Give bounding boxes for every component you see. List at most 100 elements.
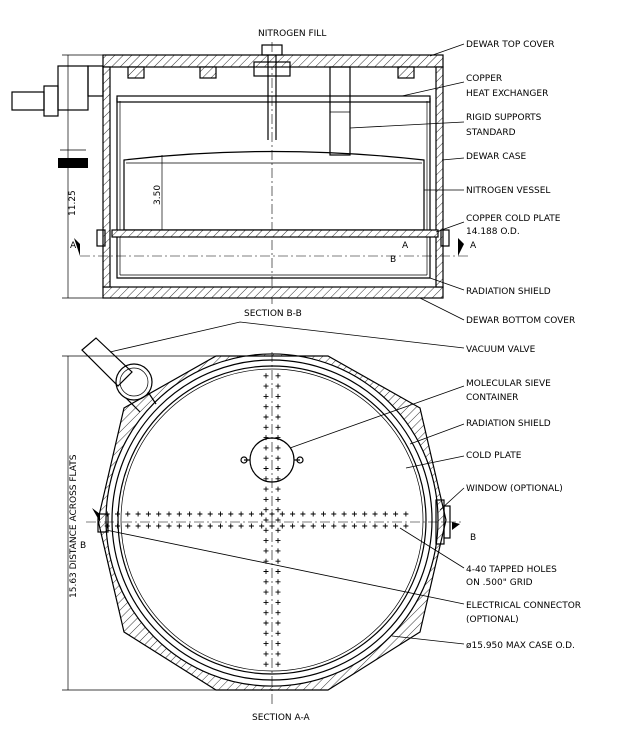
vacuum-valve-top [81,337,157,413]
cut-marker-bb-left: B [80,541,86,551]
tapped-hole [275,466,281,471]
dewar-case-ring [97,353,447,691]
callout-dewar-bottom-cover: DEWAR BOTTOM COVER [466,316,575,326]
tapped-hole [145,511,151,517]
tapped-hole [187,511,193,517]
fill-port [261,44,283,56]
cut-marker-right: A [470,241,477,251]
tapped-hole [331,523,337,529]
tapped-hole [275,610,281,616]
callout-window: WINDOW (OPTIONAL) [466,484,563,494]
tapped-hole [115,511,120,517]
callout-dewar-top-cover: DEWAR TOP COVER [466,40,554,50]
tapped-hole [238,523,244,529]
dewar-top-cover [102,54,444,68]
callout-radiation-shield-bb: RADIATION SHIELD [466,287,551,297]
knurled-knob [58,158,88,168]
tapped-hole [321,523,326,529]
tapped-hole [197,511,203,517]
nitrogen-vessel [123,150,425,231]
tapped-hole [218,523,223,529]
tapped-hole [263,641,269,647]
tapped-hole [263,476,269,482]
tapped-hole [166,523,172,529]
tapped-hole [275,445,281,451]
callout-standard: STANDARD [466,128,516,138]
copper-heat-exchanger [116,95,431,103]
tapped-hole [275,404,281,410]
tapped-hole [263,445,269,451]
tapped-hole [156,523,162,529]
tapped-hole [263,507,269,513]
tapped-hole [263,486,269,492]
tapped-hole [275,373,281,379]
callout-cold-plate: COLD PLATE [466,451,522,461]
small-marker-b: B [390,255,396,265]
tapped-hole [275,393,281,399]
callout-nitrogen-vessel: NITROGEN VESSEL [466,186,550,196]
tapped-hole [238,511,244,517]
cut-marker-left: A [70,241,77,251]
tapped-hole [382,523,388,529]
tapped-hole [275,579,281,585]
tapped-hole [176,511,182,517]
tapped-hole [259,523,265,529]
tapped-hole [263,620,269,626]
tapped-hole [275,641,281,647]
tapped-hole [310,523,316,529]
tapped-hole [248,523,254,529]
tapped-hole [393,523,399,529]
tapped-hole [263,373,269,379]
tapped-hole [275,599,281,605]
tapped-hole [259,511,265,517]
tapped-hole [351,523,357,529]
tapped-hole [275,538,281,544]
callout-optional: (OPTIONAL) [466,615,519,625]
callout-vacuum-valve: VACUUM VALVE [466,345,536,355]
tapped-hole [207,523,213,529]
nitrogen-fill-label: NITROGEN FILL [258,29,326,39]
tapped-hole [310,511,316,517]
small-marker-a: A [402,241,409,251]
callout-cold-plate-od: 14.188 O.D. [466,227,520,237]
dewar-case-right-wall [435,66,444,288]
vessel-height-dimension: 3.50 [153,185,163,205]
tapped-hole [275,651,281,657]
tapped-hole [263,424,269,430]
tapped-hole [263,383,269,389]
tapped-hole [275,486,281,492]
tapped-hole [290,511,296,517]
tapped-hole [125,511,131,517]
radiation-shield-outline [116,98,431,279]
tapped-hole [263,548,269,554]
tapped-hole [135,523,141,529]
tapped-hole [197,523,203,529]
tapped-hole [403,523,409,529]
tapped-hole [263,455,269,461]
tapped-hole [321,511,326,517]
tapped-hole [372,511,378,517]
tapped-hole [279,511,285,517]
tapped-hole [228,523,234,529]
tapped-hole [403,511,409,517]
callout-radiation-shield-aa: RADIATION SHIELD [466,419,551,429]
tapped-holes-grid [104,373,409,667]
tapped-hole [207,511,213,517]
tapped-hole [263,610,269,616]
dewar-bottom-cover [102,286,444,299]
section-aa-title: SECTION A-A [252,713,311,723]
vacuum-valve-body [57,65,89,111]
tapped-hole [275,383,281,389]
callout-copper: COPPER [466,74,502,84]
tapped-hole [300,523,306,529]
tapped-hole [275,424,281,430]
copper-cold-plate [111,229,439,238]
tapped-hole [263,569,269,574]
tapped-hole [275,496,281,502]
callout-tapped-holes: 4-40 TAPPED HOLES [466,565,557,575]
tapped-hole [145,523,151,529]
tapped-hole [248,511,254,517]
tapped-hole [263,589,269,595]
tapped-hole [115,523,120,529]
